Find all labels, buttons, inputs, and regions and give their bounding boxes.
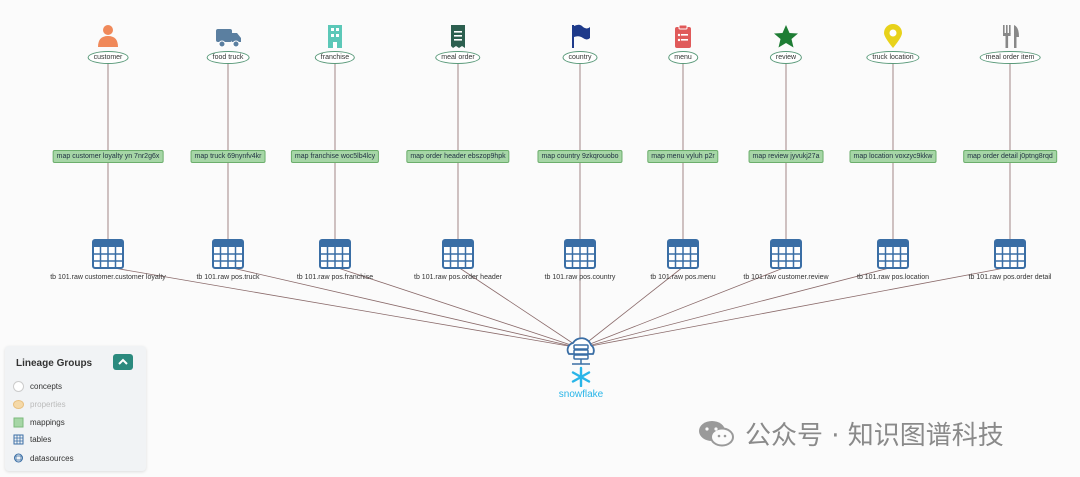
legend-label: mappings xyxy=(30,417,65,427)
table-icon[interactable] xyxy=(994,239,1026,269)
concept-node-label[interactable]: meal order item xyxy=(979,51,1041,64)
legend-label: concepts xyxy=(30,381,63,391)
concept-node-label[interactable]: review xyxy=(769,51,803,64)
table-icon[interactable] xyxy=(92,239,124,269)
legend-item-datasources[interactable]: datasources xyxy=(13,451,74,465)
concept-node-label[interactable]: country xyxy=(562,51,598,64)
table-node-label[interactable]: tb 101.raw customer.review xyxy=(743,274,829,281)
table-node-label[interactable]: tb 101.raw pos.location xyxy=(857,274,929,281)
table-node-label[interactable]: tb 101.raw pos.franchise xyxy=(296,274,374,281)
lineage-edge xyxy=(579,266,787,349)
flag-icon[interactable] xyxy=(565,23,595,49)
collapse-button[interactable] xyxy=(113,354,133,370)
building-icon[interactable] xyxy=(320,23,350,49)
table-icon[interactable] xyxy=(442,239,474,269)
map-pin-icon[interactable] xyxy=(878,23,908,49)
mapping-node[interactable]: map order header ebszop9hpk xyxy=(406,150,510,163)
utensils-icon[interactable] xyxy=(995,23,1025,49)
datasources-icon xyxy=(14,453,23,462)
star-icon[interactable] xyxy=(771,23,801,49)
tables-icon xyxy=(13,434,24,444)
wechat-icon xyxy=(699,421,734,447)
lineage-edge xyxy=(107,266,581,349)
clipboard-icon[interactable] xyxy=(668,23,698,49)
mapping-node[interactable]: map menu vyluh p2r xyxy=(647,150,719,163)
lineage-edge xyxy=(579,266,894,349)
concept-node-label[interactable]: meal order xyxy=(435,51,481,64)
panel-title: Lineage Groups xyxy=(16,358,93,369)
legend-item-tables[interactable]: tables xyxy=(13,432,51,446)
table-icon[interactable] xyxy=(667,239,699,269)
watermark-text: 公众号 · 知识图谱科技 xyxy=(745,420,1004,451)
lineage-edge xyxy=(227,266,581,349)
lineage-groups-panel: Lineage Groups concepts properties mappi… xyxy=(5,346,146,471)
mapping-node[interactable]: map order detail j0ptng8rqd xyxy=(963,150,1057,163)
legend-item-properties[interactable]: properties xyxy=(13,397,66,411)
lineage-edge xyxy=(334,266,581,349)
lineage-edge xyxy=(457,266,581,349)
concept-node-label[interactable]: truck location xyxy=(866,51,920,64)
table-icon[interactable] xyxy=(564,239,596,269)
mapping-node[interactable]: map franchise woc5lb4lcy xyxy=(290,150,380,163)
mapping-node[interactable]: map location voxzyc9kkw xyxy=(849,150,937,163)
table-node-label[interactable]: tb 101.raw pos.menu xyxy=(650,274,716,281)
mapping-node[interactable]: map country 9zkqrouobo xyxy=(537,150,623,163)
datasource-label[interactable]: snowflake xyxy=(558,389,604,400)
receipt-icon[interactable] xyxy=(443,23,473,49)
legend-item-concepts[interactable]: concepts xyxy=(13,379,62,393)
person-icon[interactable] xyxy=(93,23,123,49)
mapping-node[interactable]: map review jyvukj27a xyxy=(748,150,824,163)
mapping-node[interactable]: map truck 69nynfv4kr xyxy=(190,150,266,163)
legend-item-mappings[interactable]: mappings xyxy=(13,415,65,429)
table-node-label[interactable]: tb 101.raw pos.country xyxy=(544,274,616,281)
table-icon[interactable] xyxy=(770,239,802,269)
legend-label: tables xyxy=(30,434,52,444)
legend-label: properties xyxy=(30,399,66,409)
concept-node-label[interactable]: franchise xyxy=(314,51,356,64)
table-icon[interactable] xyxy=(877,239,909,269)
mapping-node[interactable]: map customer loyalty yn 7nr2g6x xyxy=(52,150,164,163)
table-node-label[interactable]: tb 101.raw pos.order header xyxy=(414,274,502,281)
lineage-edge xyxy=(579,266,684,349)
chevron-up-icon xyxy=(118,358,128,365)
table-node-label[interactable]: tb 101.raw pos.truck xyxy=(196,274,260,281)
concept-node-label[interactable]: customer xyxy=(87,51,129,64)
snowflake-icon[interactable] xyxy=(556,335,606,387)
concept-node-label[interactable]: food truck xyxy=(206,51,250,64)
concepts-icon xyxy=(13,380,24,392)
concept-node-label[interactable]: menu xyxy=(668,51,698,64)
table-node-label[interactable]: tb 101.raw customer.customer loyalty xyxy=(50,274,166,281)
lineage-edge xyxy=(579,266,1011,349)
watermark: 公众号 · 知识图谱科技 xyxy=(697,418,1004,451)
properties-icon xyxy=(13,399,24,409)
mappings-icon xyxy=(13,417,24,427)
table-node-label[interactable]: tb 101.raw pos.order detail xyxy=(968,274,1052,281)
table-icon[interactable] xyxy=(319,239,351,269)
truck-icon[interactable] xyxy=(213,23,243,49)
legend-label: datasources xyxy=(30,453,74,463)
table-icon[interactable] xyxy=(212,239,244,269)
